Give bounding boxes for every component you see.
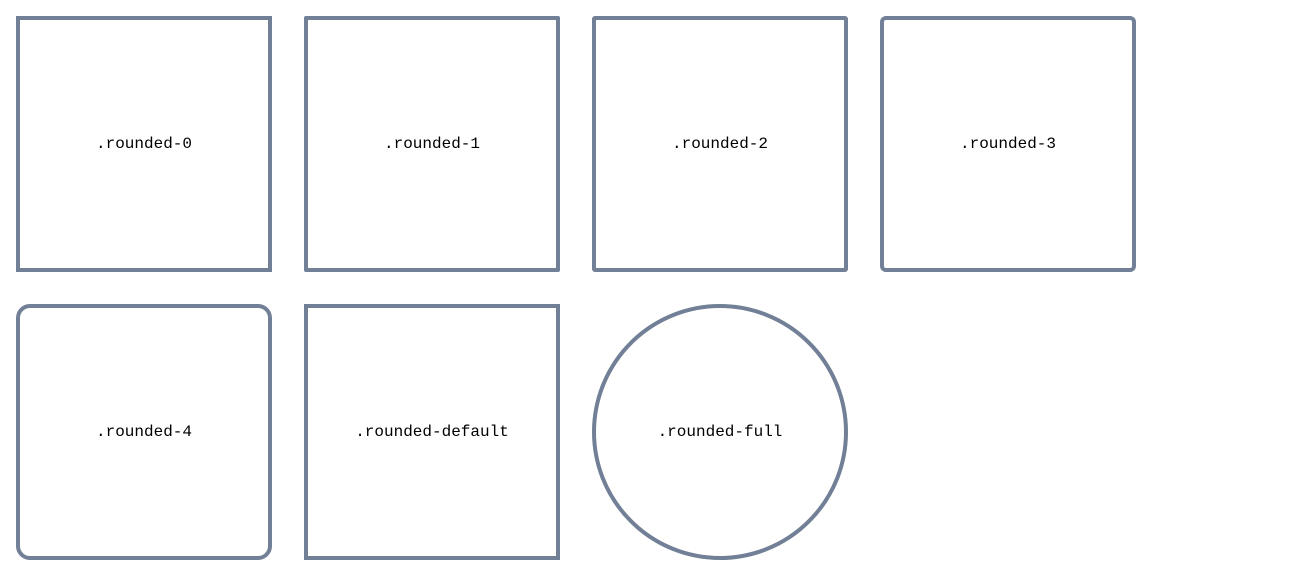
rounded-4-box: .rounded-4 xyxy=(16,304,272,560)
rounded-0-label: .rounded-0 xyxy=(95,135,192,153)
rounded-demo-grid: .rounded-0 .rounded-1 .rounded-2 .rounde… xyxy=(16,16,1136,560)
rounded-1-box: .rounded-1 xyxy=(304,16,560,272)
rounded-2-box: .rounded-2 xyxy=(592,16,848,272)
rounded-2-label: .rounded-2 xyxy=(671,135,768,153)
rounded-3-box: .rounded-3 xyxy=(880,16,1136,272)
rounded-0-box: .rounded-0 xyxy=(16,16,272,272)
rounded-4-label: .rounded-4 xyxy=(95,423,192,441)
rounded-full-label: .rounded-full xyxy=(657,423,783,441)
rounded-default-label: .rounded-default xyxy=(355,423,509,441)
rounded-full-box: .rounded-full xyxy=(592,304,848,560)
rounded-3-label: .rounded-3 xyxy=(959,135,1056,153)
rounded-default-box: .rounded-default xyxy=(304,304,560,560)
rounded-1-label: .rounded-1 xyxy=(383,135,480,153)
